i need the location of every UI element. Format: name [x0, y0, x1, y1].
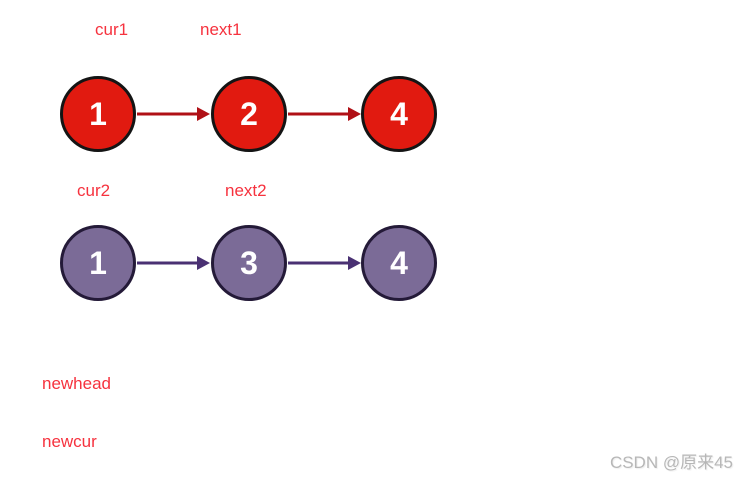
list2-node-1: 1 — [60, 225, 136, 301]
arrow-head — [348, 107, 361, 121]
arrow-head — [197, 256, 210, 270]
csdn-watermark: CSDN @原来45 — [609, 453, 733, 472]
list2-node-3: 4 — [361, 225, 437, 301]
pointer-label-next2: next2 — [225, 181, 267, 200]
arrow-head — [348, 256, 361, 270]
list1-node-3-value: 4 — [390, 96, 408, 132]
list1-node-2: 2 — [211, 76, 287, 152]
list1-node-1: 1 — [60, 76, 136, 152]
pointer-label-cur1: cur1 — [95, 20, 129, 39]
pointer-label-cur2: cur2 — [77, 181, 111, 200]
arrow-list1-1to2 — [137, 107, 210, 121]
list1-node-2-value: 2 — [240, 96, 258, 132]
arrow-list2-1to3 — [137, 256, 210, 270]
arrow-list2-3to4 — [288, 256, 361, 270]
arrow-head — [197, 107, 210, 121]
list2-node-1-value: 1 — [89, 245, 107, 281]
pointer-label-newcur: newcur — [42, 432, 97, 451]
list2-node-2-value: 3 — [240, 245, 258, 281]
list2-node-3-value: 4 — [390, 245, 408, 281]
list1-node-3: 4 — [361, 76, 437, 152]
list2-node-2: 3 — [211, 225, 287, 301]
pointer-label-next1: next1 — [200, 20, 242, 39]
list1-node-1-value: 1 — [89, 96, 107, 132]
pointer-label-newhead: newhead — [42, 374, 112, 393]
arrow-list1-2to4 — [288, 107, 361, 121]
